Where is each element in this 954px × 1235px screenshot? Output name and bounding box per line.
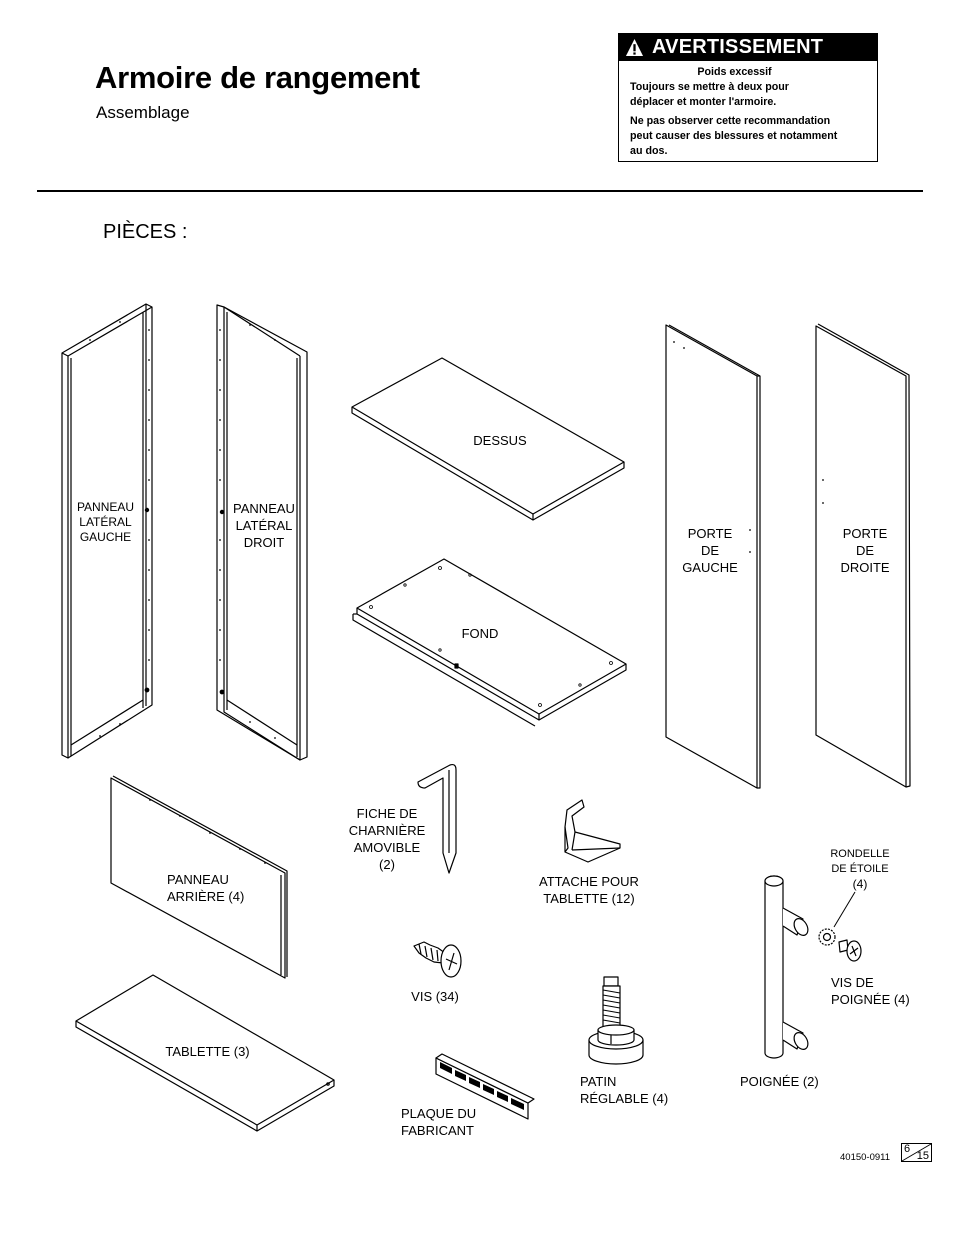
warning-heading: AVERTISSEMENT: [652, 36, 824, 58]
star-washer-drawing: [818, 891, 856, 946]
right-door-drawing: [815, 323, 911, 788]
hinge-pin-drawing: [417, 763, 457, 874]
top-panel-drawing: [351, 357, 625, 521]
warning-line: Toujours se mettre à deux pour: [630, 81, 789, 93]
warning-text: Poids excessif Toujours se mettre à deux…: [619, 61, 877, 159]
screw-drawing: [413, 941, 462, 978]
left-door-drawing: [665, 324, 761, 789]
right-side-panel-drawing: [216, 304, 308, 761]
page-title: Armoire de rangement: [95, 60, 420, 95]
page-number: 6: [904, 1143, 911, 1155]
label-back-panel: PANNEAU ARRIÈRE (4): [167, 872, 245, 904]
label-shelf: TABLETTE (3): [165, 1044, 250, 1059]
document-code: 40150-0911: [840, 1152, 891, 1163]
label-bottom: FOND: [461, 626, 499, 641]
warning-subheading: Poids excessif: [697, 66, 772, 78]
label-leveler: PATIN RÉGLABLE (4): [580, 1074, 669, 1106]
warning-triangle-icon: [625, 38, 644, 57]
label-left-side-panel: PANNEAU LATÉRAL GAUCHE: [76, 500, 135, 544]
page-subtitle: Assemblage: [96, 103, 190, 122]
label-hinge-pin: FICHE DE CHARNIÈRE AMOVIBLE (2): [348, 806, 426, 872]
page-number-box: 6 15: [901, 1143, 932, 1162]
label-shelf-clip: ATTACHE POUR TABLETTE (12): [539, 874, 639, 906]
shelf-drawing: [75, 974, 335, 1132]
label-right-door: PORTE DE DROITE: [840, 526, 890, 575]
label-star-washer: RONDELLE DE ÉTOILE (4): [830, 848, 890, 891]
handle-drawing: [764, 875, 809, 1059]
warning-line: Ne pas observer cette recommandation: [630, 115, 831, 127]
nameplate-drawing: [435, 1053, 535, 1120]
left-side-panel-drawing: [61, 303, 153, 759]
back-panel-drawing: [110, 775, 288, 979]
label-nameplate: PLAQUE DU FABRICANT: [401, 1106, 477, 1138]
label-handle-screw: VIS DE POIGNÉE (4): [831, 975, 910, 1007]
label-handle: POIGNÉE (2): [740, 1074, 819, 1089]
warning-line: au dos.: [630, 145, 668, 157]
label-screw: VIS (34): [411, 989, 459, 1004]
leveler-drawing: [588, 976, 644, 1065]
warning-box: AVERTISSEMENT Poids excessif Toujours se…: [618, 33, 878, 162]
page-box-divider: [901, 1143, 932, 1162]
page-total: 15: [916, 1150, 929, 1162]
bottom-panel-drawing: [352, 558, 627, 727]
warning-line: peut causer des blessures et notamment: [630, 130, 838, 142]
label-left-door: PORTE DE GAUCHE: [682, 526, 738, 575]
shelf-clip-drawing: [564, 799, 621, 863]
label-top: DESSUS: [473, 433, 527, 448]
section-title: PIÈCES :: [103, 221, 188, 243]
header-divider: [37, 190, 923, 192]
handle-screw-drawing: [838, 939, 862, 962]
warning-line: déplacer et monter l'armoire.: [630, 96, 777, 108]
warning-header: AVERTISSEMENT: [619, 34, 877, 61]
label-right-side-panel: PANNEAU LATÉRAL DROIT: [233, 501, 295, 550]
